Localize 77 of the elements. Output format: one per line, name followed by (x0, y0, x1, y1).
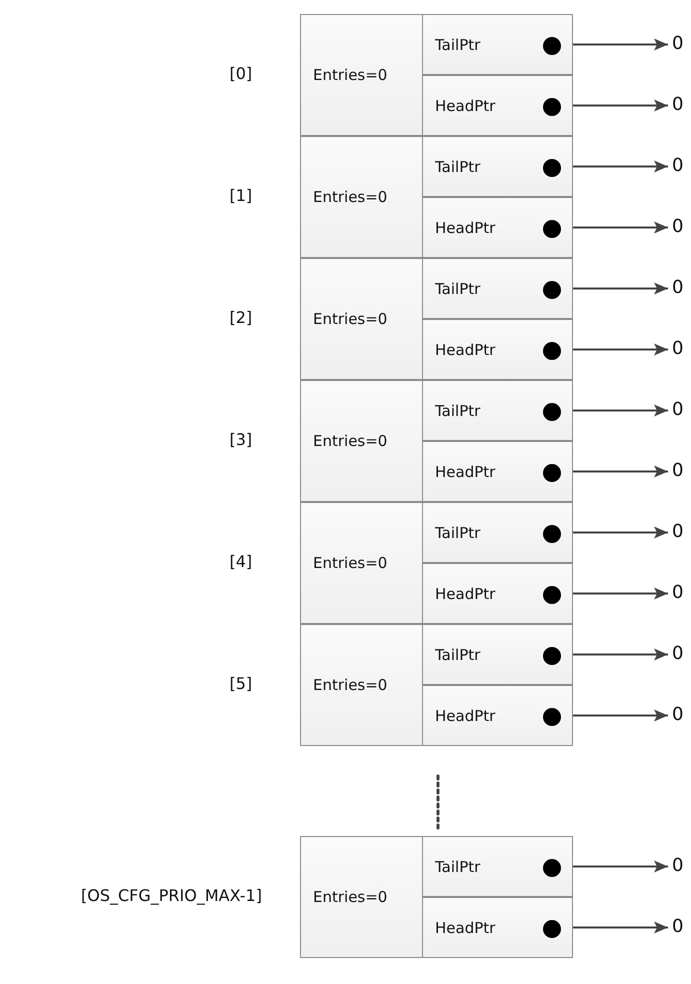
entries-label: Entries=0 (313, 888, 388, 906)
pointer-cell (422, 897, 573, 958)
pointer-cell (422, 441, 573, 502)
arrow (573, 466, 668, 478)
entries-label: Entries=0 (313, 310, 388, 328)
entries-label: Entries=0 (313, 676, 388, 694)
pointer-cell (422, 380, 573, 441)
index-label: [1] (230, 186, 252, 205)
entries-label: Entries=0 (313, 432, 388, 450)
pointer-cell (422, 197, 573, 258)
null-value: 0 (672, 856, 684, 876)
null-value: 0 (672, 278, 684, 298)
null-value: 0 (672, 461, 684, 481)
pointer-label: TailPtr (435, 646, 480, 664)
pointer-cell (422, 258, 573, 319)
arrow (573, 648, 668, 660)
pointer-cell (422, 502, 573, 563)
pointer-label: TailPtr (435, 858, 480, 876)
arrow (573, 710, 668, 722)
null-value: 0 (672, 34, 684, 54)
index-label: [4] (230, 552, 252, 571)
arrow (573, 282, 668, 294)
null-value: 0 (672, 400, 684, 420)
arrow (573, 160, 668, 172)
arrow (573, 100, 668, 112)
entries-label: Entries=0 (313, 66, 388, 84)
pointer-label: TailPtr (435, 158, 480, 176)
entries-cell (300, 836, 423, 958)
entries-cell (300, 380, 423, 502)
pointer-label: HeadPtr (435, 96, 496, 114)
arrow (573, 344, 668, 356)
entries-cell (300, 258, 423, 380)
entries-cell (300, 502, 423, 624)
pointer-label: HeadPtr (435, 584, 496, 602)
null-value: 0 (672, 705, 684, 725)
entries-cell (300, 624, 423, 746)
null-value: 0 (672, 217, 684, 237)
null-value: 0 (672, 156, 684, 176)
entries-cell (300, 136, 423, 258)
pointer-label: TailPtr (435, 36, 480, 54)
arrow (573, 38, 668, 50)
null-value: 0 (672, 583, 684, 603)
null-value: 0 (672, 339, 684, 359)
pointer-label: TailPtr (435, 280, 480, 298)
pointer-cell (422, 563, 573, 624)
null-value: 0 (672, 917, 684, 937)
arrow (573, 922, 668, 934)
pointer-label: TailPtr (435, 524, 480, 542)
pointer-label: HeadPtr (435, 706, 496, 724)
arrow (573, 860, 668, 872)
index-label: [2] (230, 308, 252, 327)
pointer-label: TailPtr (435, 402, 480, 420)
null-value: 0 (672, 522, 684, 542)
index-label: [0] (230, 64, 252, 83)
null-value: 0 (672, 644, 684, 664)
entries-label: Entries=0 (313, 188, 388, 206)
pointer-cell (422, 624, 573, 685)
pointer-cell (422, 136, 573, 197)
arrow (573, 526, 668, 538)
arrow (573, 404, 668, 416)
pointer-label: HeadPtr (435, 462, 496, 480)
pointer-cell (422, 319, 573, 380)
pointer-cell (422, 836, 573, 897)
pointer-cell (422, 685, 573, 746)
pointer-label: HeadPtr (435, 218, 496, 236)
pointer-cell (422, 75, 573, 136)
pointer-label: HeadPtr (435, 340, 496, 358)
index-label: [5] (230, 674, 252, 693)
pointer-label: HeadPtr (435, 918, 496, 936)
pointer-cell (422, 14, 573, 75)
entries-cell (300, 14, 423, 136)
index-label: [OS_CFG_PRIO_MAX-1] (81, 886, 262, 905)
entries-label: Entries=0 (313, 554, 388, 572)
index-label: [3] (230, 430, 252, 449)
arrow (573, 222, 668, 234)
null-value: 0 (672, 95, 684, 115)
arrow (573, 588, 668, 600)
